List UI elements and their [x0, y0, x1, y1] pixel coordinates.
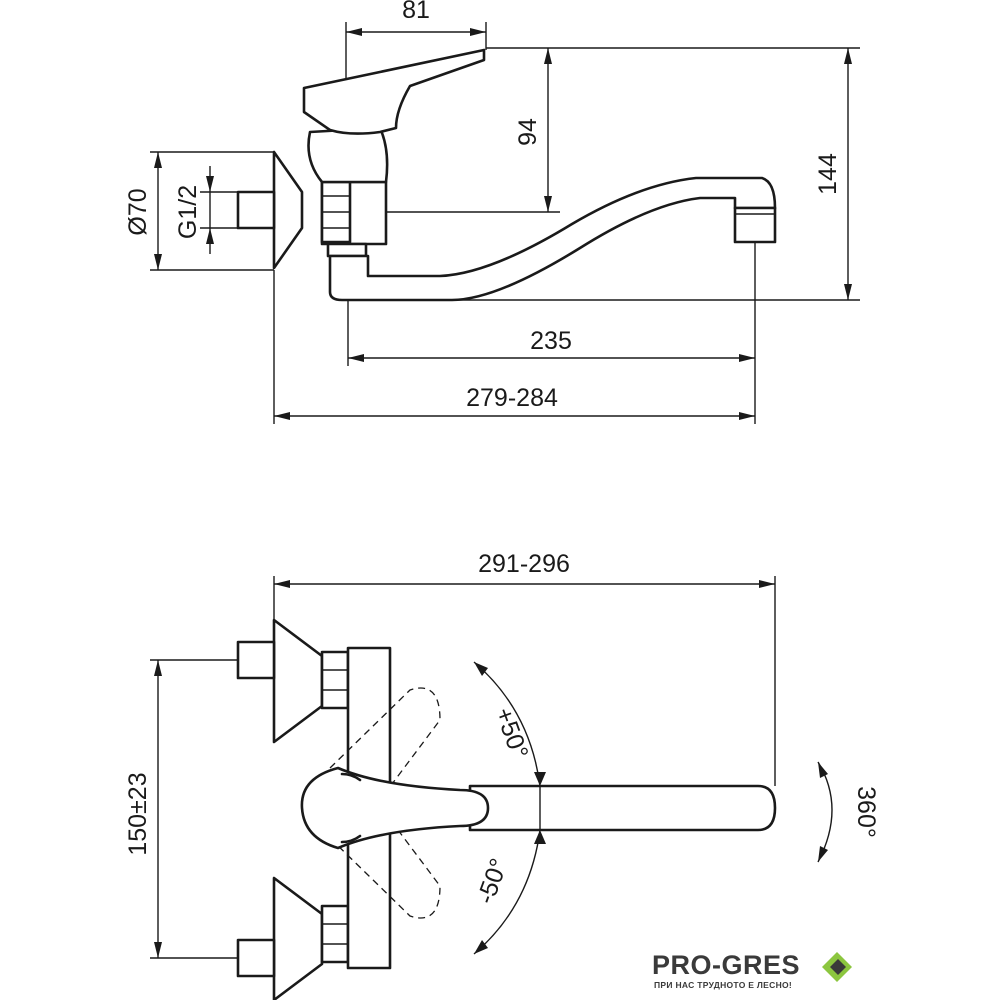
brand-name: PRO-GRES [652, 950, 801, 980]
upper-flange-top [272, 618, 324, 744]
wall-flange-side [272, 150, 304, 270]
dim-total-length-side: 279-284 [466, 384, 558, 412]
inlet-connector-side [236, 190, 276, 230]
lower-nut-top [320, 904, 350, 964]
lower-flange-top [272, 876, 324, 1000]
top-view: 291-296 150±23 +50° -50° 360° [124, 550, 880, 1000]
dim-handle-height: 94 [514, 118, 542, 146]
side-view: 81 94 144 235 279-284 Ø70 G1/2 [124, 0, 860, 424]
swivel-ring-side [326, 242, 368, 258]
dim-centers: 150±23 [124, 772, 152, 855]
brand-logo: PRO-GRES ПРИ НАС ТРУДНОТО Е ЛЕСНО! [652, 950, 862, 996]
handle-position-plus [329, 687, 441, 801]
upper-nut-top [320, 650, 350, 710]
dim-thread: G1/2 [174, 185, 202, 239]
lever-handle-side [302, 48, 486, 135]
lower-inlet-top [236, 938, 276, 978]
cartridge-column-side [307, 126, 389, 184]
dim-angle-minus: -50° [471, 855, 513, 908]
dim-total-length-top: 291-296 [478, 550, 570, 578]
angle-arc-plus [473, 661, 541, 787]
dim-flange-diameter: Ø70 [124, 188, 152, 235]
aerator-side [733, 206, 777, 244]
dim-handle-width: 81 [402, 0, 430, 24]
dim-spout-reach: 235 [530, 327, 572, 355]
dim-total-height: 144 [814, 153, 842, 195]
angle-arc-minus [473, 829, 541, 955]
dim-angle-plus: +50° [489, 704, 533, 763]
dim-rotation: 360° [852, 786, 880, 838]
diamond-arrow-icon [822, 952, 852, 982]
spout-top [468, 784, 777, 832]
upper-inlet-top [236, 640, 276, 680]
lever-handle-top [300, 766, 490, 850]
brand-slogan: ПРИ НАС ТРУДНОТО Е ЛЕСНО! [654, 980, 793, 990]
spout-side [328, 176, 777, 302]
handle-position-minus [329, 805, 441, 919]
logo-mark-inner [830, 959, 846, 975]
